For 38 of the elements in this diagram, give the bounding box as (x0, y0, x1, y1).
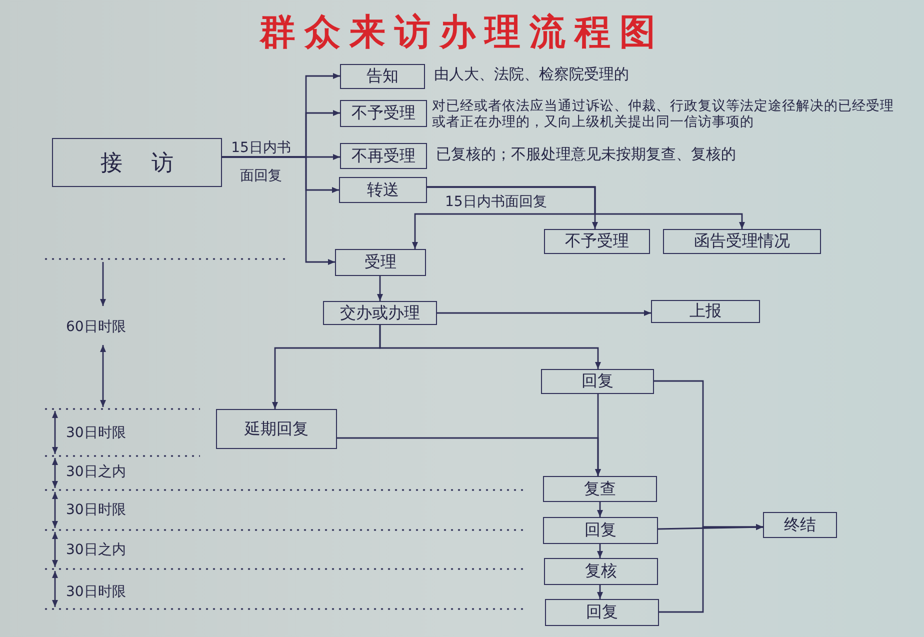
start-box: 接 访 (52, 138, 222, 187)
connector-line (597, 585, 603, 599)
process-box: 终结 (763, 512, 837, 538)
connector-line (595, 394, 601, 476)
process-box: 函告受理情况 (663, 229, 821, 254)
process-box: 告知 (340, 64, 425, 89)
note-text: 已复核的；不服处理意见未按期复查、复核的 (436, 146, 737, 162)
process-box: 不再受理 (340, 143, 427, 169)
time-limit-label: 30日之内 (66, 541, 126, 559)
process-box: 复查 (543, 476, 657, 502)
process-box: 受理 (335, 249, 426, 276)
process-box: 复核 (544, 558, 658, 585)
process-box: 回复 (541, 369, 654, 394)
title: 群众来访办理流程图 (258, 10, 666, 55)
process-box: 回复 (543, 517, 658, 544)
connector-line (597, 544, 603, 558)
time-limit-label: 30日时限 (66, 424, 126, 442)
time-limit-label: 60日时限 (66, 318, 126, 336)
connector-line (272, 325, 381, 409)
connector-line (659, 524, 763, 613)
process-box: 转送 (339, 177, 427, 203)
connector-line (377, 276, 383, 301)
edge-label: 15日内书面回复 (445, 193, 547, 211)
process-box: 延期回复 (216, 409, 337, 449)
edge-label: 15日内书面回复 (230, 139, 292, 186)
connector-line (597, 502, 603, 517)
process-box: 不予受理 (544, 229, 650, 254)
process-box: 交办或办理 (323, 301, 437, 325)
note-text: 对已经或者依法应当通过诉讼、仲裁、行政复议等法定途径解决的已经受理或者正在办理的，又向上级机关提出同一信访事项的 (432, 98, 895, 130)
connector-line (412, 186, 596, 249)
process-box: 回复 (545, 599, 659, 626)
process-box: 上报 (651, 300, 760, 323)
note-text: 由人大、法院、检察院受理的 (434, 66, 630, 82)
process-box: 不予受理 (340, 100, 427, 127)
time-limit-label: 30日之内 (66, 463, 126, 481)
time-limit-label: 30日时限 (66, 583, 126, 601)
connector-line (437, 310, 651, 316)
time-limit-label: 30日时限 (66, 501, 126, 519)
